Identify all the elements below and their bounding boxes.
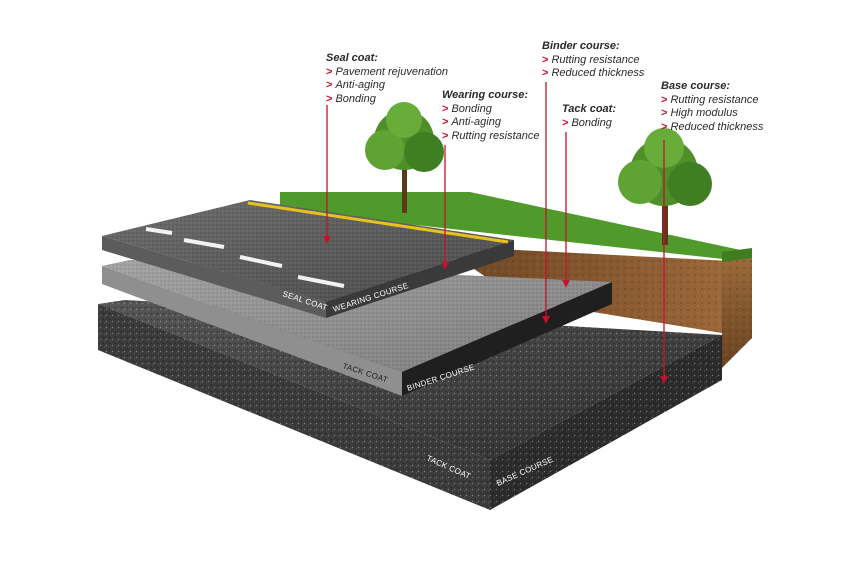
callout-item: >Bonding (562, 117, 616, 131)
base-course-front-left-texture (98, 304, 490, 510)
callout-item-text: Reduced thickness (670, 120, 764, 133)
callout-seal-coat: Seal coat: >Pavement rejuvenation >Anti-… (326, 52, 448, 106)
chevron-icon: > (661, 93, 668, 106)
callout-item: >Reduced thickness (542, 67, 644, 81)
callout-item-text: High modulus (670, 107, 738, 119)
chevron-icon: > (661, 120, 668, 133)
binder-course-front-right (402, 282, 612, 396)
callout-title: Binder course: (542, 40, 620, 52)
callout-title: Tack coat: (562, 103, 617, 115)
grass-edge (722, 248, 752, 262)
chevron-icon: > (442, 102, 449, 115)
chevron-icon: > (326, 92, 333, 105)
road-white-dash (239, 255, 283, 268)
callout-item: >Bonding (442, 103, 539, 117)
callout-item-text: Bonding (571, 116, 612, 129)
road-white-dash (183, 238, 225, 249)
tree-right (618, 128, 712, 245)
callout-item: >Rutting resistance (542, 54, 644, 68)
chevron-icon: > (542, 67, 549, 79)
callout-title: Wearing course: (442, 89, 528, 101)
grass-top (280, 192, 750, 262)
callout-item: >Anti-aging (326, 79, 448, 93)
chevron-icon: > (661, 107, 668, 119)
callout-item-text: Bonding (335, 92, 376, 105)
wearing-course-slab (102, 200, 514, 318)
wearing-course-top-texture (102, 200, 514, 302)
soil-side-texture (722, 256, 752, 368)
binder-course-front-left (102, 266, 402, 396)
road-white-dash (145, 227, 173, 235)
callout-item: >Reduced thickness (661, 121, 763, 135)
chevron-icon: > (542, 53, 549, 66)
chevron-icon: > (326, 65, 333, 78)
callout-item: >Bonding (326, 93, 448, 107)
road-white-dash (297, 275, 345, 288)
callout-item-text: Rutting resistance (451, 129, 540, 142)
wearing-course-front-left (102, 236, 326, 318)
wearing-course-front-right (326, 240, 514, 318)
callout-item: >High modulus (661, 107, 763, 121)
callout-tack-coat: Tack coat: >Bonding (562, 103, 616, 130)
chevron-icon: > (442, 129, 449, 142)
callout-item-text: Rutting resistance (551, 53, 640, 66)
callout-item-text: Rutting resistance (670, 93, 759, 106)
callout-item-text: Pavement rejuvenation (335, 65, 448, 78)
callout-base-course: Base course: >Rutting resistance >High m… (661, 80, 763, 134)
callout-item-text: Anti-aging (335, 79, 385, 91)
chevron-icon: > (442, 116, 449, 128)
callout-item: >Pavement rejuvenation (326, 66, 448, 80)
callout-item-text: Reduced thickness (551, 67, 645, 79)
callout-binder-course: Binder course: >Rutting resistance >Redu… (542, 40, 644, 81)
callout-wearing-course: Wearing course: >Bonding >Anti-aging >Ru… (442, 89, 539, 143)
callout-item-text: Bonding (451, 102, 492, 115)
callout-item: >Rutting resistance (442, 130, 539, 144)
chevron-icon: > (326, 79, 333, 91)
tree-left (365, 102, 444, 213)
callout-title: Base course: (661, 80, 731, 92)
callout-item: >Rutting resistance (661, 94, 763, 108)
callout-title: Seal coat: (326, 52, 378, 64)
callout-item-text: Anti-aging (451, 116, 501, 128)
road-yellow-line (247, 201, 509, 244)
chevron-icon: > (562, 116, 569, 129)
callout-item: >Anti-aging (442, 116, 539, 130)
